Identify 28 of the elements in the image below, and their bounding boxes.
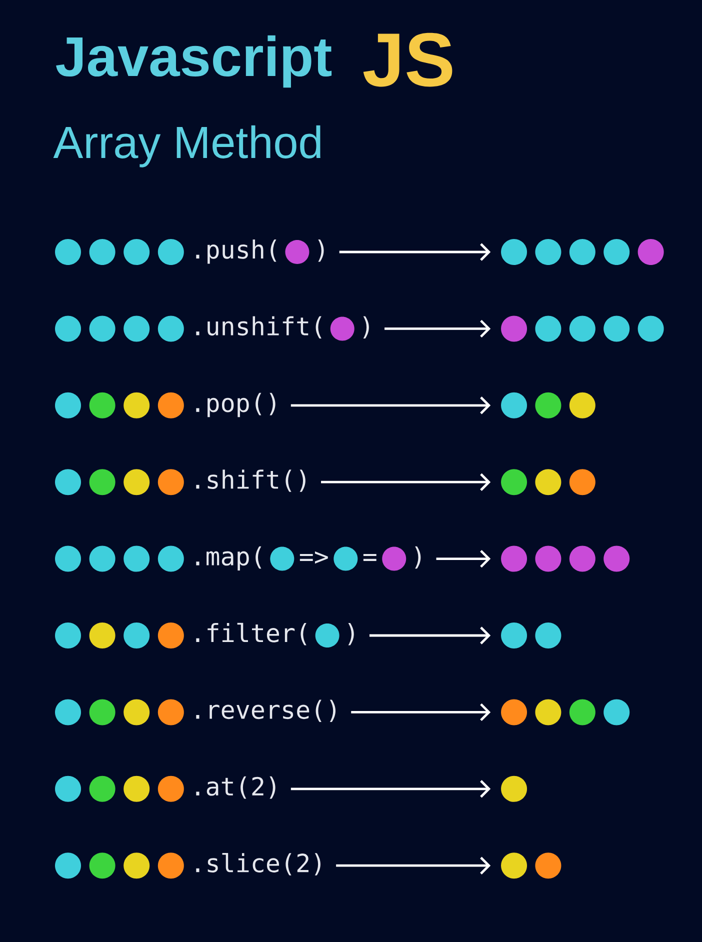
code-text: .pop() <box>196 392 276 418</box>
subtitle: Array Method <box>53 125 320 168</box>
code-text: .push( <box>196 240 276 264</box>
arrow <box>290 396 491 414</box>
code-text: ) <box>363 316 369 338</box>
arrow <box>290 780 491 798</box>
code-text: ) <box>348 623 354 646</box>
abbreviation: JS <box>363 32 452 87</box>
dot <box>501 776 527 802</box>
arrow <box>351 703 491 722</box>
code-text: ) <box>318 240 324 262</box>
title: Javascript <box>56 35 332 88</box>
arrow <box>384 320 491 338</box>
code-text: ) <box>415 546 421 569</box>
code-text: .slice(2) <box>196 852 320 876</box>
arrow <box>321 473 491 491</box>
code-text: .reverse() <box>196 700 336 722</box>
code-text: .filter( <box>196 622 306 646</box>
arrow <box>336 856 491 874</box>
code-text: .map( <box>196 546 262 571</box>
code-text: .unshift( <box>196 316 322 338</box>
code-text: .at(2) <box>196 776 276 799</box>
arrow <box>436 550 491 568</box>
code-text: = <box>363 554 376 561</box>
code-text: => <box>300 551 328 564</box>
arrow <box>339 243 491 261</box>
arrow <box>369 626 491 644</box>
code-text: .shift() <box>196 470 306 492</box>
